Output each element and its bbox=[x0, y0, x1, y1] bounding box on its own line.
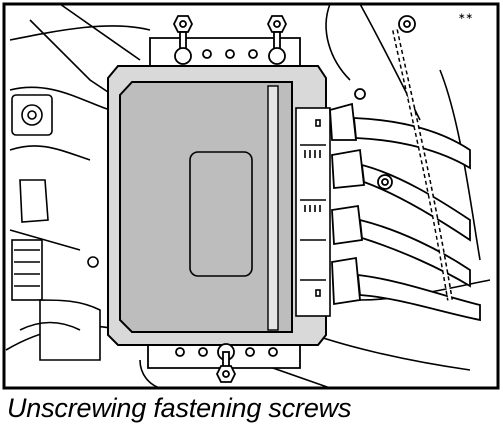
left-components bbox=[11, 94, 101, 361]
figure-caption: Unscrewing fastening screws bbox=[7, 393, 352, 423]
wiring-harness-icon bbox=[329, 15, 481, 322]
ecu-unit-icon bbox=[107, 65, 327, 346]
connector-icon bbox=[295, 107, 331, 317]
engine-bay-illustration bbox=[2, 2, 500, 390]
corner-glyph: ∗∗ bbox=[458, 12, 474, 22]
bolt-icon bbox=[172, 15, 393, 383]
